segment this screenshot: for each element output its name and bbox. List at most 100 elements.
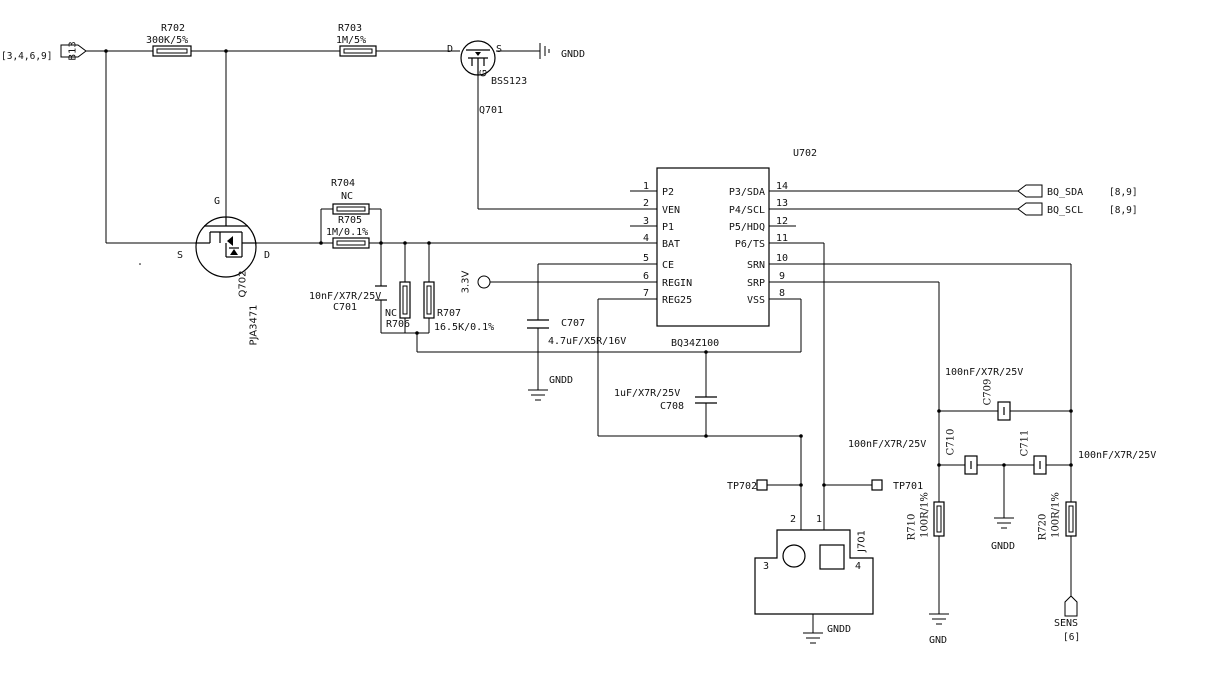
wires xyxy=(86,50,1072,633)
junction-dot xyxy=(415,331,419,335)
port-sens-label: SENS xyxy=(1054,618,1078,629)
resistor-r705[interactable]: R705 1M/0.1% xyxy=(326,215,370,249)
port-arrow-icon xyxy=(1017,184,1043,198)
resistor-icon xyxy=(1065,501,1077,537)
j701-pin1: 1 xyxy=(816,514,822,525)
capacitor-c701[interactable]: 10nF/X7R/25V C701 xyxy=(309,285,387,313)
capacitor-c708[interactable]: 1uF/X7R/25V C708 xyxy=(614,388,717,412)
testpoint-icon xyxy=(756,479,768,491)
ground-label: GNDD xyxy=(991,541,1015,552)
c710-value: 100nF/X7R/25V xyxy=(848,439,926,450)
r704-ref: R704 xyxy=(331,178,355,189)
resistor-r706[interactable]: NC R706 xyxy=(385,281,411,330)
power-3v3[interactable]: 3.3V xyxy=(461,270,491,293)
resistor-icon xyxy=(332,203,370,215)
connector-icon xyxy=(754,529,874,615)
port-bq-sda[interactable]: BQ_SDA [8,9] xyxy=(1017,184,1138,198)
resistor-r707[interactable]: R707 16.5K/0.1% xyxy=(423,281,494,333)
ground-label: GND xyxy=(929,635,947,646)
q702-value: PJA3471 xyxy=(249,304,260,345)
pin-name: REG25 xyxy=(662,295,692,306)
resistor-r720[interactable]: R720 100R/1% xyxy=(1038,492,1077,540)
capacitor-c707[interactable]: C707 4.7uF/X5R/16V xyxy=(527,318,626,347)
r720-ref: R720 xyxy=(1038,514,1049,541)
junction-dot xyxy=(1002,463,1006,467)
c707-ref: C707 xyxy=(561,318,585,329)
r720-value: 100R/1% xyxy=(1051,492,1062,538)
junction-dot xyxy=(403,241,407,245)
ic-right-pins: 14 P3/SDA 13 P4/SCL 12 P5/HDQ 11 P6/TS 1… xyxy=(729,181,788,306)
junction-dot xyxy=(104,49,108,53)
ic-left-pins: 1 P2 2 VEN 3 P1 4 BAT 5 CE 6 REGIN 7 REG… xyxy=(643,181,692,306)
q701-ref: Q701 xyxy=(479,105,503,116)
resistor-icon xyxy=(339,45,377,57)
ground-label: GNDD xyxy=(827,624,851,635)
junction-dot xyxy=(319,241,323,245)
port-sens-refs: [6] xyxy=(1063,632,1080,643)
port-b13-label: B13 xyxy=(68,41,79,61)
r705-value: 1M/0.1% xyxy=(326,227,368,238)
pin-number: 1 xyxy=(643,181,649,192)
mosfet-q702[interactable]: G S D Q702 PJA3471 xyxy=(177,196,270,346)
pin-number: 9 xyxy=(779,271,785,282)
pin-name: P4/SCL xyxy=(729,205,765,216)
port-sens[interactable]: SENS [6] xyxy=(1054,595,1080,643)
ground-gndd-c707: GNDD xyxy=(528,375,573,401)
power-pin-icon xyxy=(477,275,491,289)
r705-ref: R705 xyxy=(338,215,362,226)
pin-number: 12 xyxy=(776,216,788,227)
ic-u702[interactable]: U702 BQ34Z100 1 P2 2 VEN 3 P1 4 BAT 5 CE… xyxy=(643,148,817,349)
junction-dot xyxy=(799,483,803,487)
resistor-r710[interactable]: R710 100R/1% xyxy=(907,492,945,540)
pin-number: 6 xyxy=(643,271,649,282)
ic-body xyxy=(656,167,770,327)
q701-pin-g: G xyxy=(479,69,490,77)
r703-value: 1M/5% xyxy=(336,35,366,46)
j701-pin3: 3 xyxy=(763,561,769,572)
r706-ref: R706 xyxy=(386,319,410,330)
resistor-r702[interactable]: R702 300K/5% xyxy=(146,23,192,57)
pin-name: CE xyxy=(662,260,674,271)
c708-ref: C708 xyxy=(660,401,684,412)
j701-pin2: 2 xyxy=(790,514,796,525)
junction-dot xyxy=(704,434,708,438)
resistor-r704[interactable]: R704 NC xyxy=(331,178,370,215)
junction-dot xyxy=(427,241,431,245)
port-b13[interactable]: B13 [3,4,6,9] xyxy=(1,41,87,62)
resistor-icon xyxy=(152,45,192,57)
q702-pin-s: S xyxy=(177,250,183,261)
port-scl-refs: [8,9] xyxy=(1109,205,1138,216)
ground-gndd-top: GNDD xyxy=(539,43,585,60)
pin-name: VSS xyxy=(747,295,765,306)
junction-dot xyxy=(822,483,826,487)
pin-name: P5/HDQ xyxy=(729,222,765,233)
port-bq-scl[interactable]: BQ_SCL [8,9] xyxy=(1017,202,1138,216)
resistor-icon xyxy=(933,501,945,537)
r710-ref: R710 xyxy=(907,514,918,541)
testpoint-tp701[interactable]: TP701 xyxy=(871,479,923,492)
q701-pin-d: D xyxy=(447,44,453,55)
pin-name: SRP xyxy=(747,278,765,289)
testpoint-tp702[interactable]: TP702 xyxy=(727,479,768,492)
capacitor-c709[interactable]: 100nF/X7R/25V C709 xyxy=(945,367,1023,421)
junction-dot xyxy=(937,409,941,413)
junction-dot xyxy=(139,263,141,265)
c709-value: 100nF/X7R/25V xyxy=(945,367,1023,378)
junction-dots xyxy=(104,49,1073,487)
r707-value: 16.5K/0.1% xyxy=(434,322,494,333)
ic-ref: U702 xyxy=(793,148,817,159)
mosfet-q701[interactable]: D S G BSS123 Q701 xyxy=(447,40,527,116)
resistor-r703[interactable]: R703 1M/5% xyxy=(336,23,377,57)
r702-value: 300K/5% xyxy=(146,35,188,46)
r706-value: NC xyxy=(385,308,397,319)
pin-name: P1 xyxy=(662,222,674,233)
port-scl-label: BQ_SCL xyxy=(1047,205,1083,216)
junction-dot xyxy=(1069,463,1073,467)
power-3v3-label: 3.3V xyxy=(461,270,472,293)
connector-j701[interactable]: 2 1 3 4 J701 xyxy=(754,514,874,615)
capacitor-c710[interactable]: 100nF/X7R/25V C710 xyxy=(848,429,978,475)
capacitor-c711[interactable]: 100nF/X7R/25V C711 xyxy=(1020,430,1157,475)
pin-number: 7 xyxy=(643,288,649,299)
pin-name: SRN xyxy=(747,260,765,271)
c707-value: 4.7uF/X5R/16V xyxy=(548,336,626,347)
